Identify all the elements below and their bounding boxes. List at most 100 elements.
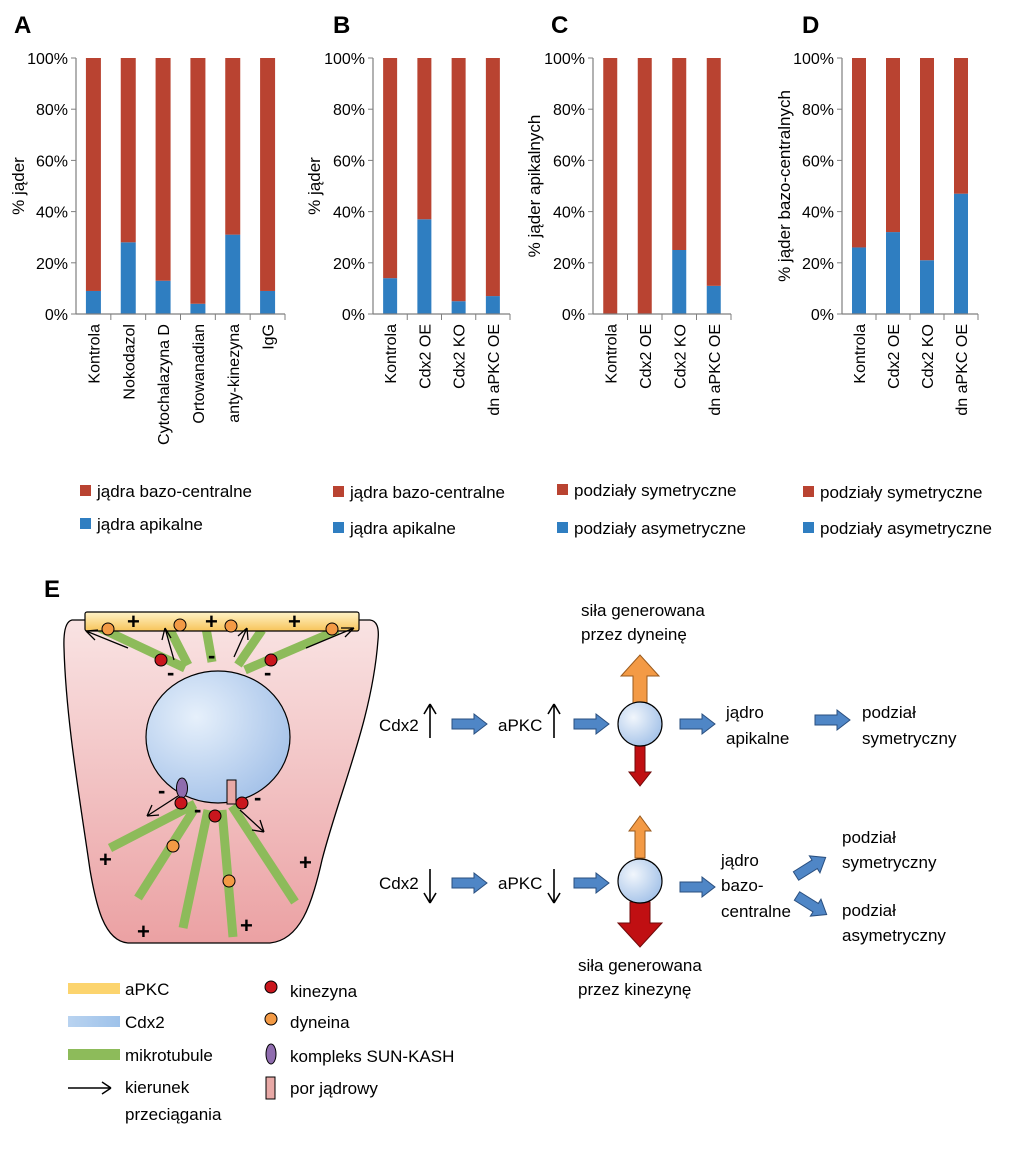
apkc-bar (84, 611, 360, 632)
legend-b-label-1: jądra bazo-centralne (349, 483, 505, 502)
arrow-icon (239, 809, 265, 833)
microtubule (178, 809, 213, 929)
legend-pull-label-2: przeciągania (125, 1105, 222, 1124)
legend-b-label-2: jądra apikalne (349, 519, 456, 538)
arrow-icon (85, 629, 129, 649)
motors (101, 618, 339, 888)
bar-segment-red (190, 58, 206, 304)
kinesin-dot (208, 809, 222, 823)
flow-bottom-nucleus-1: jądro (720, 851, 759, 870)
bar-segment-blue (706, 285, 721, 314)
bar-segment-blue (451, 301, 466, 314)
legend-d: podziały symetryczne podziały asymetrycz… (803, 483, 992, 538)
bar-segment-blue (954, 193, 968, 314)
y-tick-label: 0% (562, 307, 585, 324)
flow-arrow-icon (792, 855, 827, 881)
legend-kinesin-label: kinezyna (290, 982, 358, 1001)
microtubule (217, 809, 238, 938)
dynein-dot (222, 874, 236, 888)
x-category-label: Cdx2 OE (417, 324, 434, 389)
bar-segment-red (225, 58, 241, 235)
legend-c-swatch-red (557, 484, 568, 495)
bar-segment-blue (485, 296, 500, 314)
flow-arrow-icon (679, 712, 716, 736)
x-category-label: Nokodazol (121, 324, 138, 400)
panel-letter-b: B (333, 12, 350, 39)
legend-pore-label: por jądrowy (290, 1079, 378, 1098)
bar-segment-blue (672, 250, 687, 314)
arrow-icon (305, 627, 355, 649)
up-arrow-icon (547, 703, 561, 738)
nucleus (145, 670, 291, 804)
dynein-dot (224, 619, 238, 633)
x-category-label: Cdx2 KO (452, 324, 469, 389)
flow-arrow-icon (573, 871, 610, 895)
flow-bottom-asym-1: podział (842, 901, 896, 920)
flow-bottom-cdx2: Cdx2 (379, 874, 419, 893)
x-category-label: Kontrola (852, 324, 869, 384)
arrow-icon (233, 627, 249, 658)
legend-b: jądra bazo-centralne jądra apikalne (333, 483, 505, 538)
minus-mark: - (194, 797, 201, 822)
legend-a-swatch-red (80, 485, 91, 496)
y-tick-label: 100% (793, 51, 834, 68)
force-label-top-2: przez dyneinę (581, 625, 687, 644)
bar-segment-red (383, 58, 398, 279)
legend-b-swatch-blue (333, 522, 344, 533)
panel-letter-c: C (551, 12, 568, 39)
bar-segment-blue (120, 242, 136, 314)
microtubule (201, 627, 217, 663)
legend-c-label-2: podziały asymetryczne (574, 519, 746, 538)
microtubule (234, 627, 266, 668)
up-arrow-icon (423, 703, 437, 738)
microtubules-lower (107, 800, 299, 938)
force-label-top-1: siła generowana (581, 601, 705, 620)
bar-segment-blue (383, 278, 398, 314)
flow-arrow-icon (451, 871, 488, 895)
y-tick-label: 80% (333, 102, 365, 119)
plus-mark: + (99, 847, 112, 872)
bar-segment-red (260, 58, 276, 291)
y-tick-label: 40% (802, 205, 834, 222)
y-tick-label: 20% (36, 256, 68, 273)
y-tick-label: 100% (27, 51, 68, 68)
bar-segment-red (637, 58, 652, 314)
y-tick-label: 0% (342, 307, 365, 324)
flow-top-cdx2: Cdx2 (379, 716, 419, 735)
legend-c-swatch-blue (557, 522, 568, 533)
y-tick-label: 40% (553, 205, 585, 222)
x-category-label: IgG (261, 324, 278, 350)
legend-pull-label-1: kierunek (125, 1078, 190, 1097)
bar-segment-blue (225, 234, 241, 314)
microtubule (134, 805, 199, 901)
y-tick-label: 0% (45, 307, 68, 324)
bar-segment-red (603, 58, 618, 314)
legend-apkc-label: aPKC (125, 980, 169, 999)
flow-bottom-nucleus-2: bazo- (721, 876, 764, 895)
x-category-label: Kontrola (383, 324, 400, 384)
bar-segment-red (451, 58, 466, 302)
legend-c: podziały symetryczne podziały asymetrycz… (557, 481, 746, 538)
legend-pore-icon (265, 1076, 276, 1100)
force-label-bottom-2: przez kinezynę (578, 980, 691, 999)
y-axis-label: % jąder (9, 157, 28, 215)
microtubules-upper (98, 623, 340, 675)
y-tick-label: 0% (811, 307, 834, 324)
y-tick-label: 20% (553, 256, 585, 273)
legend-cdx2-swatch (68, 1016, 120, 1027)
y-tick-label: 60% (333, 153, 365, 170)
plus-mark: + (137, 919, 150, 944)
kinesin-dot (154, 653, 168, 667)
panel-letter-a: A (14, 12, 31, 39)
bar-segment-blue (852, 247, 866, 314)
legend-e: aPKC Cdx2 mikrotubule kierunek przeciąga… (68, 980, 454, 1124)
microtubule (228, 803, 299, 905)
legend-sun-kash-label: kompleks SUN-KASH (290, 1047, 454, 1066)
y-tick-label: 20% (333, 256, 365, 273)
bar-segment-red (485, 58, 500, 297)
legend-a: jądra bazo-centralne jądra apikalne (80, 482, 252, 534)
y-axis-label: % jąder (305, 157, 324, 215)
